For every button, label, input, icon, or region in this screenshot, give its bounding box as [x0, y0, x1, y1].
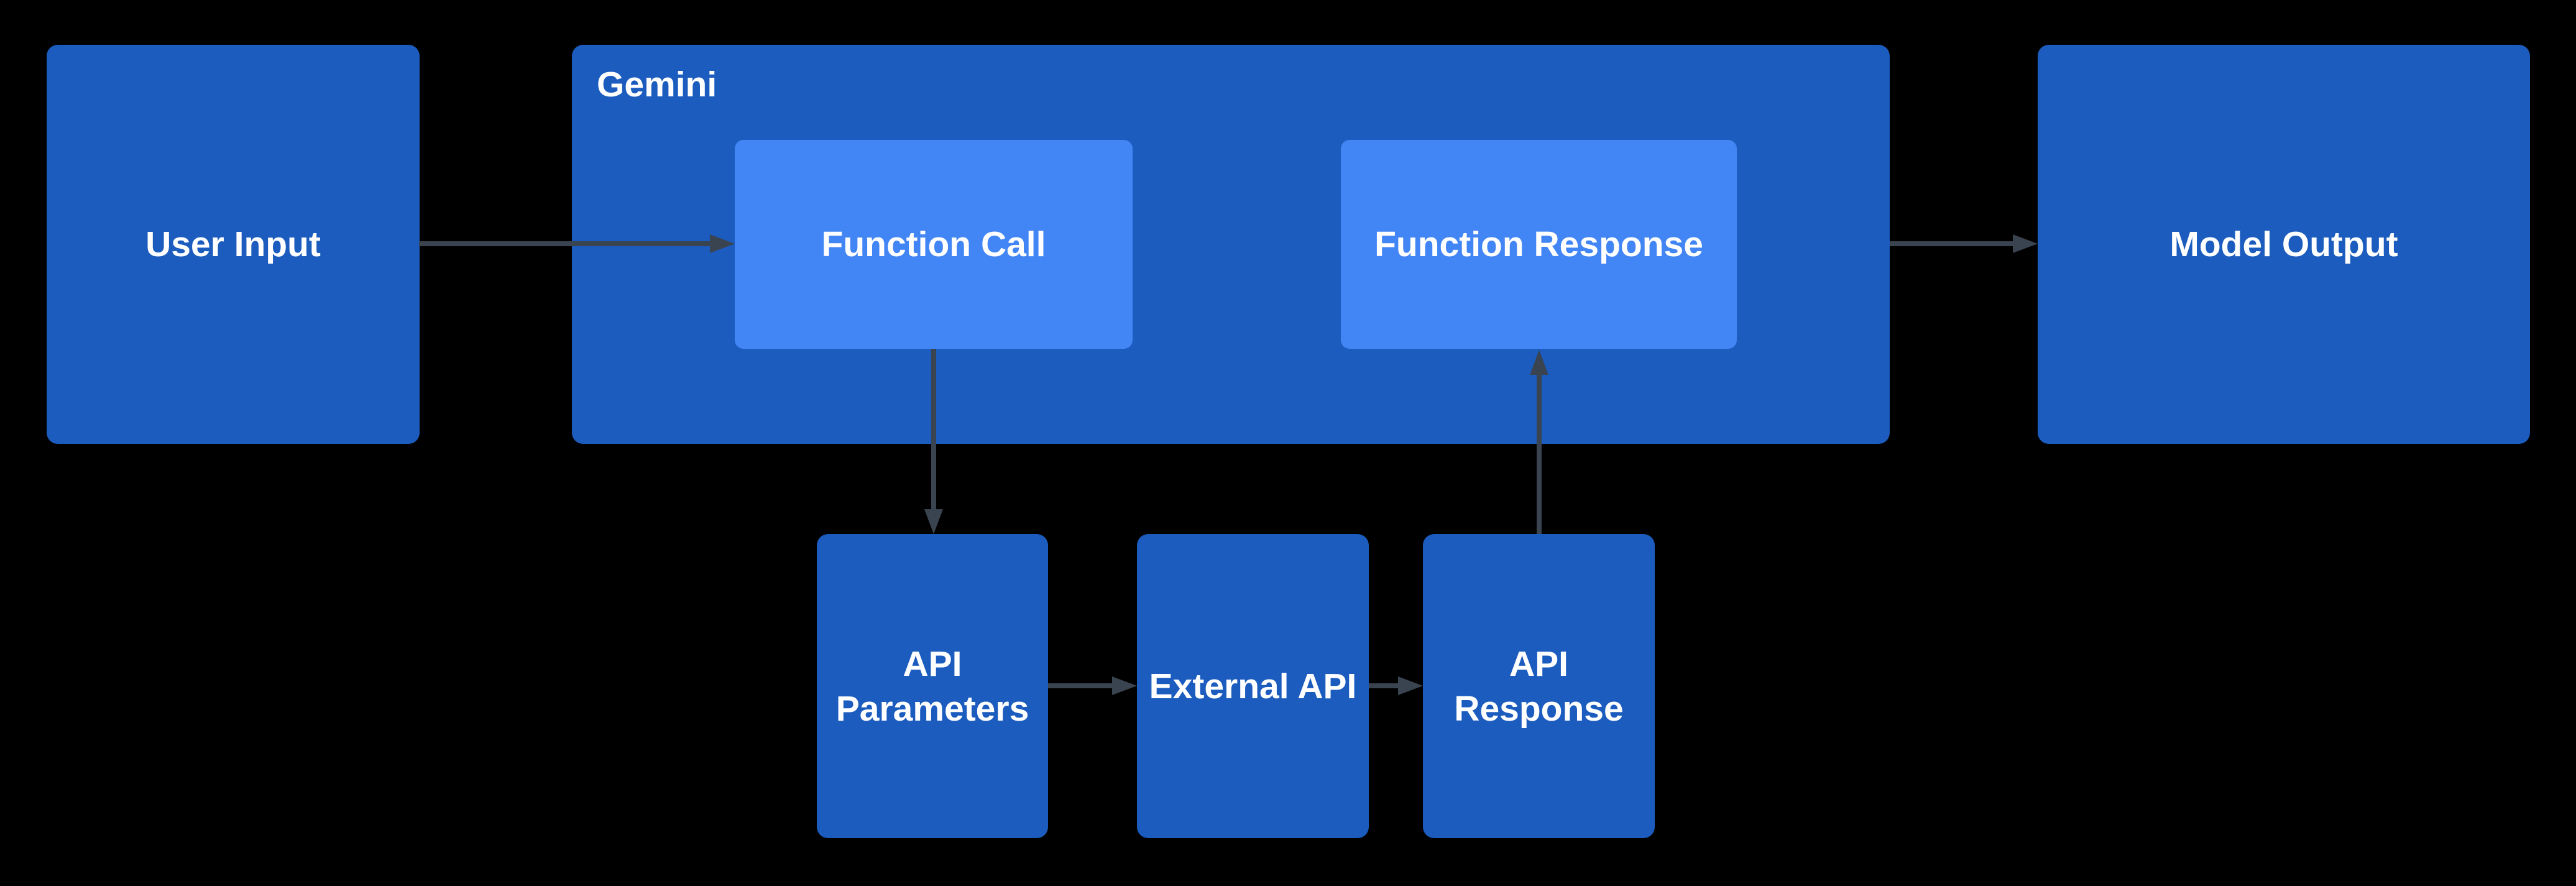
arrow-external-api-to-api-response — [1369, 683, 1398, 688]
arrow-gemini-to-model-output — [1890, 241, 2013, 246]
function-call-label: Function Call — [821, 224, 1046, 264]
api-response-node: API Response — [1423, 534, 1655, 838]
gemini-container-label: Gemini — [597, 65, 717, 104]
model-output-node: Model Output — [2038, 45, 2530, 444]
arrowhead-right-icon — [1398, 676, 1423, 695]
user-input-node: User Input — [47, 45, 420, 444]
api-parameters-label: API Parameters — [835, 644, 1029, 729]
arrowhead-right-icon — [2013, 234, 2038, 253]
arrow-function-call-to-api-parameters — [931, 349, 936, 510]
external-api-label: External API — [1149, 666, 1357, 706]
user-input-label: User Input — [145, 224, 321, 264]
function-call-node: Function Call — [735, 140, 1133, 349]
function-response-label: Function Response — [1374, 224, 1703, 264]
external-api-node: External API — [1137, 534, 1369, 838]
api-response-label: API Response — [1454, 644, 1624, 729]
arrowhead-up-icon — [1530, 350, 1548, 375]
function-response-node: Function Response — [1341, 140, 1737, 349]
arrow-api-parameters-to-external-api — [1048, 683, 1112, 688]
api-parameters-node: API Parameters — [817, 534, 1048, 838]
model-output-label: Model Output — [2169, 224, 2398, 264]
arrowhead-right-icon — [710, 234, 735, 253]
arrow-api-response-to-function-response — [1537, 374, 1542, 534]
arrowhead-down-icon — [924, 509, 943, 534]
arrowhead-right-icon — [1112, 676, 1137, 695]
arrow-user-input-to-function-call — [419, 241, 710, 246]
